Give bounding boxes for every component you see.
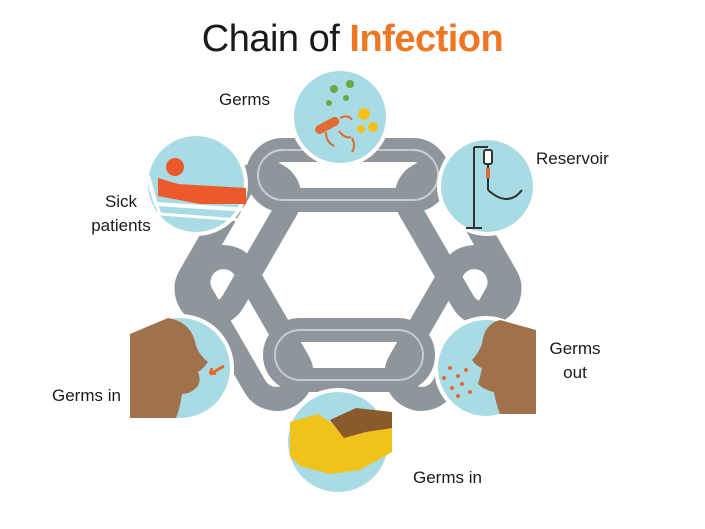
label-germs-in-bottom-line: Germs in: [413, 468, 482, 487]
label-germs: Germs: [219, 88, 270, 112]
label-reservoir-line: Reservoir: [536, 149, 609, 168]
label-reservoir: Reservoir: [536, 147, 609, 171]
label-sick-patients-line-2: patients: [91, 216, 151, 235]
germs-in-bottom-node: [284, 388, 392, 496]
inhale-arrow-icon: [208, 364, 225, 376]
germs-icon: [315, 80, 378, 153]
face-right-icon: [472, 320, 536, 414]
germs-in-left-node: [126, 314, 234, 422]
germs-out-node: [434, 316, 538, 420]
diagram-title: Chain of Infection: [0, 18, 705, 61]
label-germs-in-left-line: Germs in: [52, 386, 121, 405]
patient-in-bed-icon: [146, 158, 249, 222]
label-germs-out-line-2: out: [563, 363, 587, 382]
sick-patients-node: [144, 132, 249, 236]
label-germs-line: Germs: [219, 90, 270, 109]
spray-particles-icon: [442, 366, 472, 398]
label-germs-out-line-1: Germs: [549, 339, 601, 358]
label-germs-out: Germs out: [543, 337, 607, 385]
label-germs-in-bottom: Germs in: [413, 466, 482, 490]
label-sick-patients: Sick patients: [82, 190, 160, 238]
title-prefix: Chain of: [201, 18, 340, 60]
title-accent: Infection: [349, 18, 504, 60]
label-sick-patients-line-1: Sick: [104, 192, 138, 211]
reservoir-node: [437, 136, 537, 236]
iv-pole-icon: [466, 146, 523, 229]
label-germs-in-left: Germs in: [52, 384, 121, 408]
face-left-icon: [130, 318, 208, 418]
germs-node: [290, 67, 390, 167]
chain: [174, 138, 522, 411]
chain-link-lower-left: [186, 245, 314, 411]
